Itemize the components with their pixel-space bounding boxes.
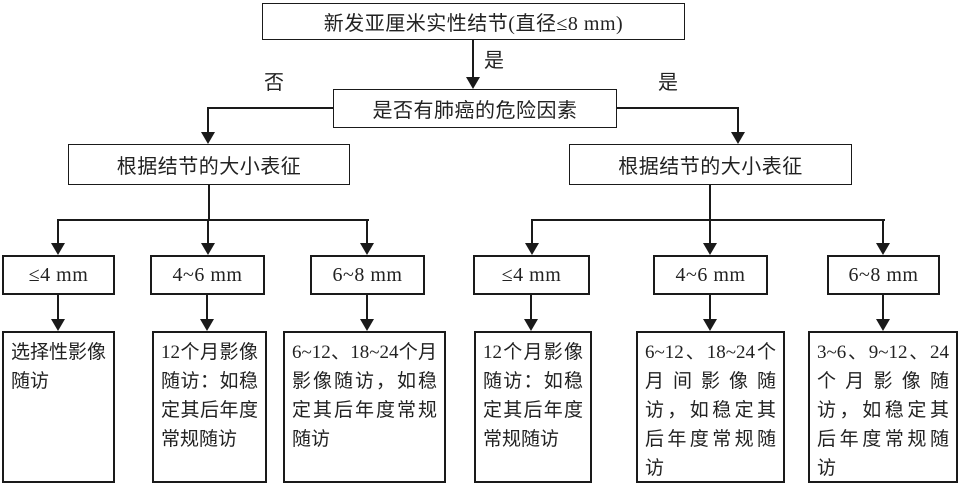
left-size-label-2: 4~6 mm bbox=[172, 263, 243, 286]
arrowhead-down-icon bbox=[200, 319, 214, 331]
right-size-box-3: 6~8 mm bbox=[827, 255, 940, 295]
edge-label-yes: 是 bbox=[658, 72, 678, 94]
left-outcome-text-3: 6~12、18~24个月影像随访，如稳定其后年度常规随访 bbox=[292, 342, 437, 450]
left-size-label-3: 6~8 mm bbox=[332, 263, 403, 286]
arrowhead-down-icon bbox=[201, 243, 215, 255]
connector-outcome-5 bbox=[709, 295, 711, 320]
connector-no-branch-vertical bbox=[207, 107, 209, 134]
connector-left-drop-1 bbox=[57, 219, 59, 245]
connector-root-decision bbox=[472, 40, 474, 79]
arrowhead-down-icon bbox=[876, 243, 890, 255]
right-outcome-text-1: 12个月影像随访：如稳定其后年度常规随访 bbox=[483, 342, 583, 450]
connector-right-distributor bbox=[531, 219, 885, 221]
connector-left-stem bbox=[208, 185, 210, 221]
left-outcome-text-2: 12个月影像随访：如稳定其后年度常规随访 bbox=[161, 342, 258, 450]
left-outcome-box-1: 选择性影像随访 bbox=[2, 331, 115, 483]
arrowhead-down-icon bbox=[51, 243, 65, 255]
connector-right-stem bbox=[709, 185, 711, 221]
connector-outcome-3 bbox=[366, 295, 368, 320]
connector-left-drop-2 bbox=[207, 219, 209, 245]
connector-outcome-1 bbox=[57, 295, 59, 320]
right-outcome-box-2: 6~12、18~24个月间影像随访，如稳定其后年度常规随访 bbox=[636, 331, 785, 483]
connector-outcome-2 bbox=[206, 295, 208, 320]
arrowhead-down-icon bbox=[466, 77, 480, 89]
connector-left-drop-3 bbox=[366, 219, 368, 245]
arrowhead-down-icon bbox=[360, 319, 374, 331]
right-outcome-box-1: 12个月影像随访：如稳定其后年度常规随访 bbox=[474, 331, 592, 483]
right-size-box-1: ≤4 mm bbox=[473, 255, 590, 295]
arrowhead-down-icon bbox=[201, 132, 215, 144]
left-outcome-text-1: 选择性影像随访 bbox=[11, 342, 107, 392]
right-size-label-1: ≤4 mm bbox=[501, 263, 562, 286]
edge-label-no: 否 bbox=[264, 72, 284, 94]
arrowhead-down-icon bbox=[524, 319, 538, 331]
arrowhead-down-icon bbox=[731, 132, 745, 144]
left-outcome-box-3: 6~12、18~24个月影像随访，如稳定其后年度常规随访 bbox=[283, 331, 446, 483]
edge-label-root-yes: 是 bbox=[484, 50, 504, 72]
connector-yes-branch-horizontal bbox=[616, 107, 739, 109]
connector-right-drop-3 bbox=[882, 219, 884, 245]
right-size-label-3: 6~8 mm bbox=[848, 263, 919, 286]
left-outcome-box-2: 12个月影像随访：如稳定其后年度常规随访 bbox=[152, 331, 267, 483]
decision-node-label: 是否有肺癌的危险因素 bbox=[372, 100, 578, 122]
decision-node-box: 是否有肺癌的危险因素 bbox=[333, 89, 617, 128]
left-size-box-1: ≤4 mm bbox=[2, 255, 115, 295]
arrowhead-down-icon bbox=[703, 243, 717, 255]
right-size-label-2: 4~6 mm bbox=[675, 263, 746, 286]
arrowhead-down-icon bbox=[703, 319, 717, 331]
connector-outcome-4 bbox=[530, 295, 532, 320]
right-outcome-text-2: 6~12、18~24个月间影像随访，如稳定其后年度常规随访 bbox=[645, 342, 776, 479]
right-outcome-box-3: 3~6、9~12、24个月影像随访，如稳定其后年度常规随访 bbox=[808, 331, 958, 483]
root-node-box: 新发亚厘米实性结节(直径≤8 mm) bbox=[262, 3, 685, 40]
left-size-label-1: ≤4 mm bbox=[28, 263, 89, 286]
left-branch-header-box: 根据结节的大小表征 bbox=[68, 144, 350, 185]
right-size-box-2: 4~6 mm bbox=[653, 255, 768, 295]
arrowhead-down-icon bbox=[360, 243, 374, 255]
arrowhead-down-icon bbox=[51, 319, 65, 331]
left-branch-header-label: 根据结节的大小表征 bbox=[116, 156, 302, 178]
root-node-label: 新发亚厘米实性结节(直径≤8 mm) bbox=[323, 13, 624, 35]
connector-outcome-6 bbox=[882, 295, 884, 320]
arrowhead-down-icon bbox=[525, 243, 539, 255]
connector-left-distributor bbox=[57, 219, 369, 221]
connector-no-branch-horizontal bbox=[208, 107, 334, 109]
connector-right-drop-2 bbox=[709, 219, 711, 245]
right-branch-header-label: 根据结节的大小表征 bbox=[618, 156, 803, 178]
connector-yes-branch-vertical bbox=[737, 107, 739, 134]
connector-right-drop-1 bbox=[531, 219, 533, 245]
left-size-box-2: 4~6 mm bbox=[150, 255, 265, 295]
left-size-box-3: 6~8 mm bbox=[310, 255, 425, 295]
right-branch-header-box: 根据结节的大小表征 bbox=[569, 144, 852, 185]
arrowhead-down-icon bbox=[876, 319, 890, 331]
right-outcome-text-3: 3~6、9~12、24个月影像随访，如稳定其后年度常规随访 bbox=[817, 342, 949, 479]
